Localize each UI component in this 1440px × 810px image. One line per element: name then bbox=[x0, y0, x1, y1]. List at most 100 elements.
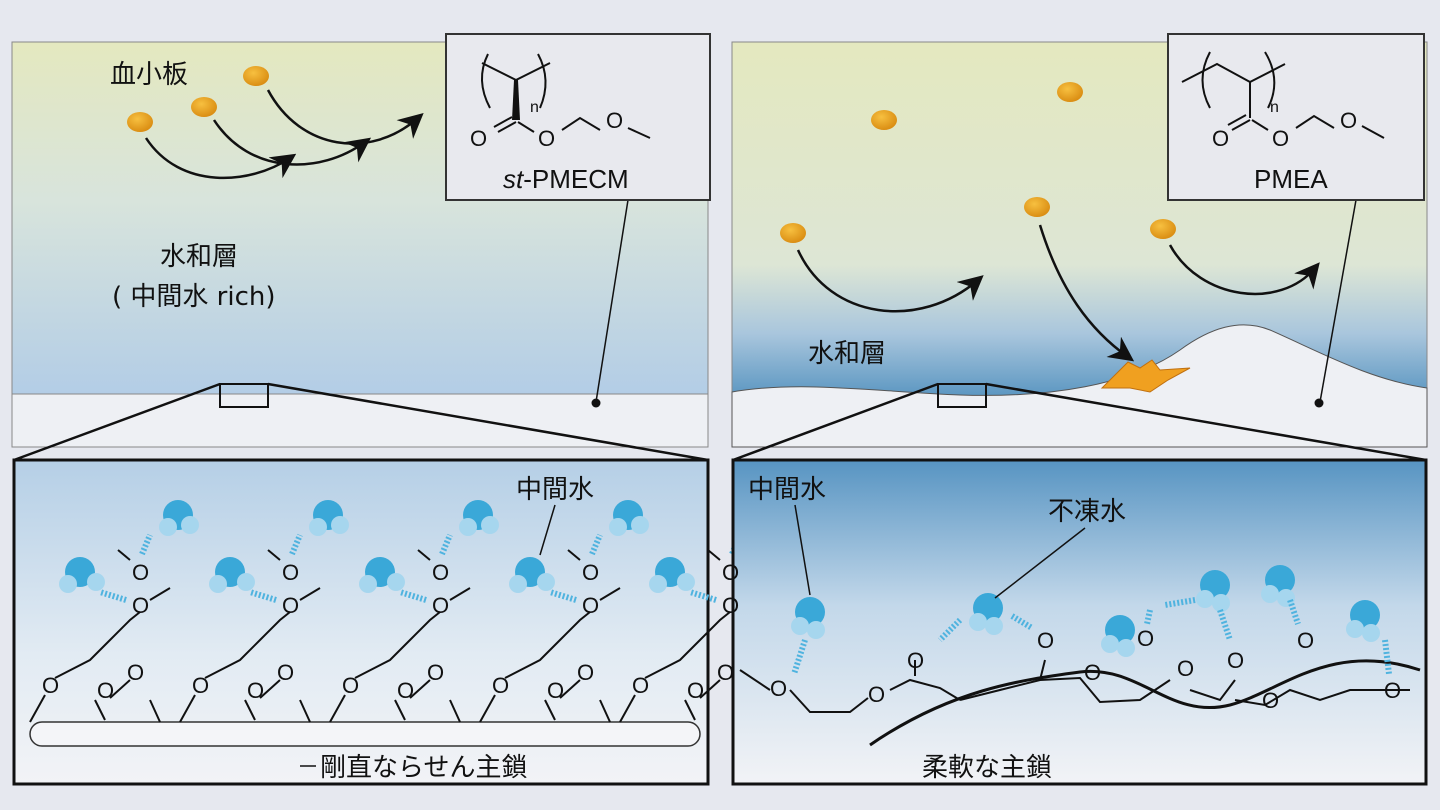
water-molecule bbox=[609, 500, 649, 536]
flexible-backbone bbox=[869, 659, 1421, 747]
oxygen-atom: O bbox=[432, 560, 449, 585]
polymer-name: PMEA bbox=[1254, 164, 1328, 194]
oxygen-atom: O bbox=[1384, 678, 1401, 703]
arrow bbox=[796, 249, 984, 313]
oxygen-atom: O bbox=[342, 673, 359, 698]
svg-text:O: O bbox=[1340, 108, 1357, 133]
water-molecule bbox=[1196, 570, 1230, 612]
leader-line bbox=[595, 199, 629, 403]
water-molecule bbox=[59, 557, 105, 593]
oxygen-atom: O bbox=[1177, 656, 1194, 681]
polymer-surface bbox=[731, 324, 1428, 448]
pmea-formula-box: O O O n PMEA bbox=[1167, 33, 1425, 201]
platelet bbox=[1057, 82, 1083, 102]
side-chain bbox=[179, 500, 349, 723]
right-molecular-panel: 中間水 不凍水 柔軟な主鎖 bbox=[731, 458, 1428, 786]
water-molecule bbox=[309, 500, 349, 536]
arrow bbox=[212, 119, 372, 166]
water-molecule bbox=[159, 500, 199, 536]
side-chain bbox=[329, 500, 499, 723]
platelet bbox=[871, 110, 897, 130]
platelet-label: 血小板 bbox=[110, 60, 188, 90]
oxygen-atom: O bbox=[1297, 628, 1314, 653]
oxygen-atom: O bbox=[277, 660, 294, 685]
st-pmecm-formula-box: O O O n st-PMECM bbox=[445, 33, 711, 201]
water-molecule bbox=[791, 597, 825, 639]
oxygen-atom: O bbox=[247, 678, 264, 703]
svg-text:O: O bbox=[470, 126, 487, 151]
water-molecule bbox=[209, 557, 255, 593]
oxygen-atom: O bbox=[1262, 688, 1279, 713]
oxygen-atom: O bbox=[582, 593, 599, 618]
repulsion-arrows bbox=[144, 89, 424, 180]
water-molecule bbox=[649, 557, 695, 593]
side-chain bbox=[479, 500, 649, 723]
water-molecule bbox=[359, 557, 405, 593]
oxygen-atom: O bbox=[427, 660, 444, 685]
oxygen-atom: O bbox=[1084, 660, 1101, 685]
water-molecule bbox=[1101, 615, 1135, 657]
leader-dot bbox=[1314, 398, 1324, 408]
oxygen-atom: O bbox=[492, 673, 509, 698]
oxygen-atom: O bbox=[868, 682, 885, 707]
leader-line bbox=[1319, 199, 1357, 403]
backbone-label: 柔軟な主鎖 bbox=[922, 753, 1052, 783]
oxygen-atom: O bbox=[722, 593, 739, 618]
svg-text:O: O bbox=[1212, 126, 1229, 151]
oxygen-atom: O bbox=[1037, 628, 1054, 653]
oxygen-atom: O bbox=[397, 678, 414, 703]
oxygen-atom: O bbox=[632, 673, 649, 698]
side-chains bbox=[791, 565, 1392, 675]
oxygen-atom: O bbox=[687, 678, 704, 703]
svg-text:O: O bbox=[538, 126, 555, 151]
polymer-name: st-PMECM bbox=[503, 164, 629, 194]
nonfreezing-water-label: 不凍水 bbox=[1048, 497, 1126, 527]
water-molecule bbox=[509, 557, 555, 593]
oxygen-atom: O bbox=[717, 660, 734, 685]
oxygen-atom: O bbox=[97, 678, 114, 703]
oxygen-atom: O bbox=[282, 560, 299, 585]
svg-text:n: n bbox=[1270, 99, 1279, 116]
platelet bbox=[1150, 219, 1176, 239]
water-molecule bbox=[1346, 600, 1380, 642]
oxygen-atom: O bbox=[432, 593, 449, 618]
oxygen-atom: O bbox=[127, 660, 144, 685]
hydration-layer-label: 水和層 bbox=[808, 339, 886, 369]
oxygen-atom: O bbox=[1227, 648, 1244, 673]
platelet bbox=[127, 112, 153, 132]
hydration-layer-label: 水和層 bbox=[160, 242, 238, 272]
oxygen-atom: O bbox=[770, 676, 787, 701]
platelets bbox=[127, 66, 269, 132]
leader-dot bbox=[591, 398, 601, 408]
platelet bbox=[243, 66, 269, 86]
oxygen-atom: O bbox=[132, 560, 149, 585]
zoom-region-marker bbox=[219, 383, 269, 408]
svg-text:n: n bbox=[530, 99, 539, 116]
platelets bbox=[780, 82, 1176, 243]
oxygen-atom: O bbox=[132, 593, 149, 618]
helical-backbone bbox=[29, 721, 701, 747]
platelet-arrows bbox=[796, 224, 1320, 362]
oxygen-atom: O bbox=[722, 560, 739, 585]
hydration-layer-sub: ( 中間水 rich) bbox=[112, 282, 276, 312]
arrow bbox=[1168, 244, 1320, 296]
polymer-surface bbox=[11, 393, 709, 448]
water-molecule bbox=[1261, 565, 1295, 607]
oxygen-atom: O bbox=[282, 593, 299, 618]
platelet bbox=[1024, 197, 1050, 217]
svg-text:O: O bbox=[606, 108, 623, 133]
platelet bbox=[780, 223, 806, 243]
oxygen-atom: O bbox=[582, 560, 599, 585]
oxygen-atom: O bbox=[577, 660, 594, 685]
left-molecular-panel: 中間水 剛直ならせん主鎖 bbox=[12, 458, 789, 786]
oxygen-atom: O bbox=[192, 673, 209, 698]
platelet bbox=[191, 97, 217, 117]
arrow bbox=[266, 89, 424, 145]
backbone-label: 剛直ならせん主鎖 bbox=[320, 753, 527, 783]
arrow bbox=[1038, 224, 1135, 362]
water-molecule bbox=[969, 593, 1003, 635]
side-chain bbox=[29, 500, 199, 723]
oxygen-atom: O bbox=[907, 648, 924, 673]
